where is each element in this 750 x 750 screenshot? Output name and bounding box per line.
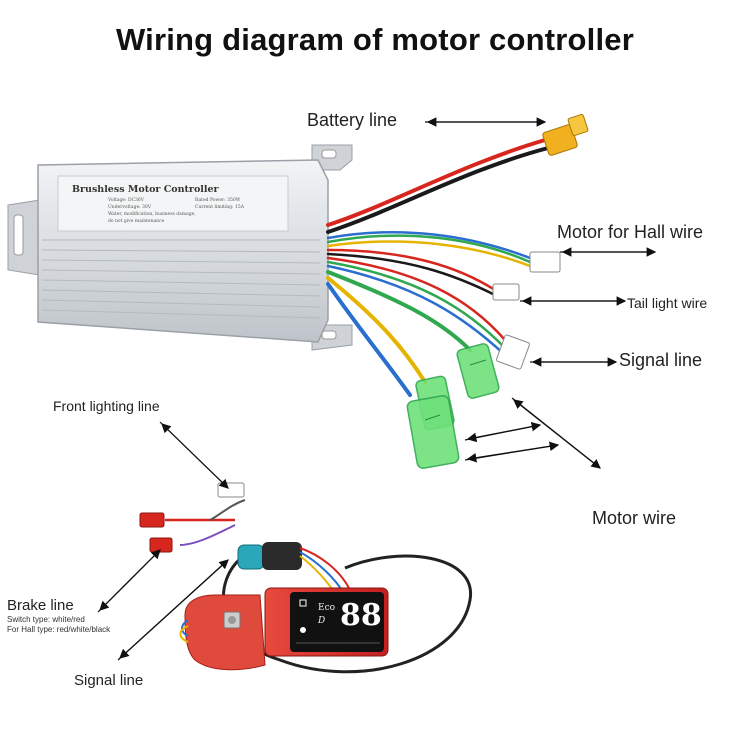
display-screen bbox=[290, 592, 384, 652]
hall-wire-yellow bbox=[326, 240, 532, 268]
motor-wire-yellow bbox=[326, 276, 427, 384]
battery-wire-black bbox=[326, 146, 550, 234]
power-button-cap bbox=[228, 616, 236, 624]
brake-wire-purple bbox=[179, 524, 236, 546]
signal-wire-red bbox=[326, 256, 507, 342]
heatsink-fins bbox=[41, 239, 321, 319]
controller-spec-warning-2: do not give maintenance bbox=[108, 218, 165, 224]
motor-wire-blue bbox=[326, 282, 412, 397]
controller-label-plate bbox=[57, 175, 289, 232]
signal-wire-blue bbox=[326, 264, 507, 357]
front-light-wire bbox=[209, 499, 246, 521]
brake-connector-2 bbox=[149, 537, 173, 553]
battery-indicator-icon bbox=[299, 599, 307, 607]
controller-spec-power: Rated Power: 350W bbox=[195, 197, 241, 203]
display-module: Eco D 88 bbox=[139, 482, 472, 674]
light-indicator-icon bbox=[300, 627, 306, 633]
label-hall-type: For Hall type: red/white/black bbox=[7, 625, 111, 634]
annotation-arrows bbox=[97, 117, 657, 661]
label-motor-wire: Motor wire bbox=[592, 508, 677, 528]
tail-light-connector bbox=[492, 283, 520, 301]
label-motor-hall-wire: Motor for Hall wire bbox=[557, 222, 704, 242]
controller-spec-voltage: Voltage: DC36V bbox=[107, 197, 145, 203]
motor-wire-green bbox=[326, 270, 472, 352]
throttle-paddle bbox=[184, 594, 266, 671]
hall-wire-blue bbox=[326, 231, 532, 260]
label-signal-line-right: Signal line bbox=[619, 350, 703, 370]
battery-wire-red bbox=[326, 138, 547, 227]
mode-d-label: D bbox=[317, 616, 325, 626]
tail-light-wire-red bbox=[326, 248, 497, 292]
speed-digits: 88 bbox=[340, 598, 382, 633]
signal-connector-cyan bbox=[237, 544, 265, 570]
controller-spec-warning-1: Water, modification, business damage, bbox=[108, 211, 196, 217]
signal-connector bbox=[496, 334, 530, 370]
controller-spec-undervoltage: Undervoltage: 30V bbox=[108, 204, 152, 210]
hall-connector bbox=[529, 251, 561, 273]
brake-connector-1 bbox=[139, 512, 165, 528]
label-signal-line-left: Signal line bbox=[74, 672, 144, 689]
label-tail-light-wire: Tail light wire bbox=[627, 295, 708, 311]
label-battery-line: Battery line bbox=[307, 110, 398, 130]
mode-eco-label: Eco bbox=[318, 603, 335, 613]
battery-connector bbox=[542, 113, 589, 156]
mounting-hole-bottom bbox=[321, 330, 337, 340]
label-front-lighting-line: Front lighting line bbox=[53, 398, 160, 414]
motor-phase-connectors bbox=[406, 343, 500, 469]
controller-spec-current: Current limiting: 15A bbox=[195, 204, 245, 210]
label-brake-line: Brake line bbox=[7, 597, 74, 614]
controller-wire-bundle bbox=[326, 138, 550, 397]
mounting-hole-left bbox=[13, 214, 24, 256]
front-light-connector bbox=[217, 482, 245, 498]
mounting-tab-left bbox=[7, 199, 41, 276]
mounting-hole-top bbox=[321, 149, 337, 159]
tail-light-wire-black bbox=[326, 252, 497, 297]
signal-connector-body bbox=[262, 542, 302, 570]
hall-wire-green bbox=[326, 234, 532, 264]
diagram-title: Wiring diagram of motor controller bbox=[115, 22, 635, 57]
label-switch-type: Switch type: white/red bbox=[7, 615, 85, 624]
motor-controller-box: Brushless Motor Controller Voltage: DC36… bbox=[7, 144, 353, 351]
signal-wire-green bbox=[326, 260, 507, 350]
controller-heading: Brushless Motor Controller bbox=[72, 184, 220, 195]
